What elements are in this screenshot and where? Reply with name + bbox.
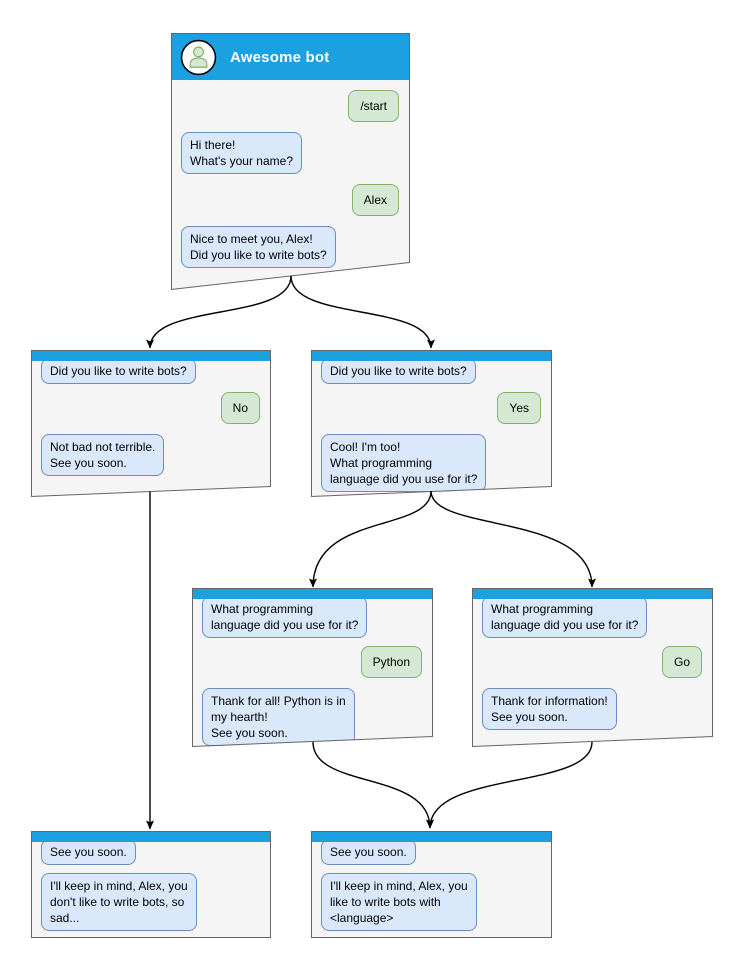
bot-message-bubble: What programming language did you use fo… (482, 596, 648, 638)
edge-yes-to-go (430, 490, 596, 588)
bot-message-bubble: Did you like to write bots? (321, 358, 476, 384)
chat-window-awesome-bot: Awesome bot /start Hi there! What's your… (171, 33, 410, 290)
titlebar (312, 832, 551, 842)
chat-window-go-branch: What programming language did you use fo… (472, 588, 713, 747)
user-message-bubble: /start (348, 90, 399, 122)
bot-message-bubble: Thank for information! See you soon. (482, 688, 617, 730)
chat-window-end-yes: See you soon. I'll keep in mind, Alex, y… (311, 831, 552, 938)
edge-python-to-end-yes (312, 741, 434, 829)
chat-window-end-no: See you soon. I'll keep in mind, Alex, y… (31, 831, 271, 938)
titlebar: Awesome bot (172, 34, 409, 80)
edge-go-to-end-yes (426, 741, 593, 829)
user-message-bubble: Python (360, 646, 422, 678)
bot-message-bubble: Did you like to write bots? (41, 358, 196, 384)
bot-message-bubble: Cool! I'm too! What programming language… (321, 434, 487, 492)
chat-window-no-branch: Did you like to write bots? No Not bad n… (31, 350, 271, 497)
bot-message-bubble: I'll keep in mind, Alex, you like to wri… (321, 873, 477, 931)
user-message-bubble: Go (661, 646, 702, 678)
titlebar (32, 351, 270, 361)
edge-root-to-yes (290, 275, 435, 349)
bot-message-bubble: Thank for all! Python is in my hearth! S… (202, 688, 355, 746)
titlebar (193, 589, 432, 599)
bot-message-bubble: See you soon. (41, 839, 136, 865)
chat-window-python-branch: What programming language did you use fo… (192, 588, 433, 747)
user-message-bubble: Yes (497, 392, 541, 424)
user-message-bubble: No (220, 392, 260, 424)
bot-message-bubble: See you soon. (321, 839, 416, 865)
titlebar (32, 832, 270, 842)
user-message-bubble: Alex (351, 184, 399, 216)
edge-yes-to-python (309, 490, 432, 588)
bot-message-bubble: Nice to meet you, Alex! Did you like to … (181, 226, 336, 268)
bot-message-bubble: Not bad not terrible. See you soon. (41, 434, 165, 476)
chat-window-yes-branch: Did you like to write bots? Yes Cool! I'… (311, 350, 552, 497)
bot-message-bubble: What programming language did you use fo… (202, 596, 368, 638)
titlebar (473, 589, 712, 599)
titlebar (312, 351, 551, 361)
bot-message-bubble: Hi there! What's your name? (181, 132, 303, 174)
bot-message-bubble: I'll keep in mind, Alex, you don't like … (41, 873, 197, 931)
bot-avatar-icon (180, 39, 217, 75)
window-title: Awesome bot (230, 48, 330, 66)
